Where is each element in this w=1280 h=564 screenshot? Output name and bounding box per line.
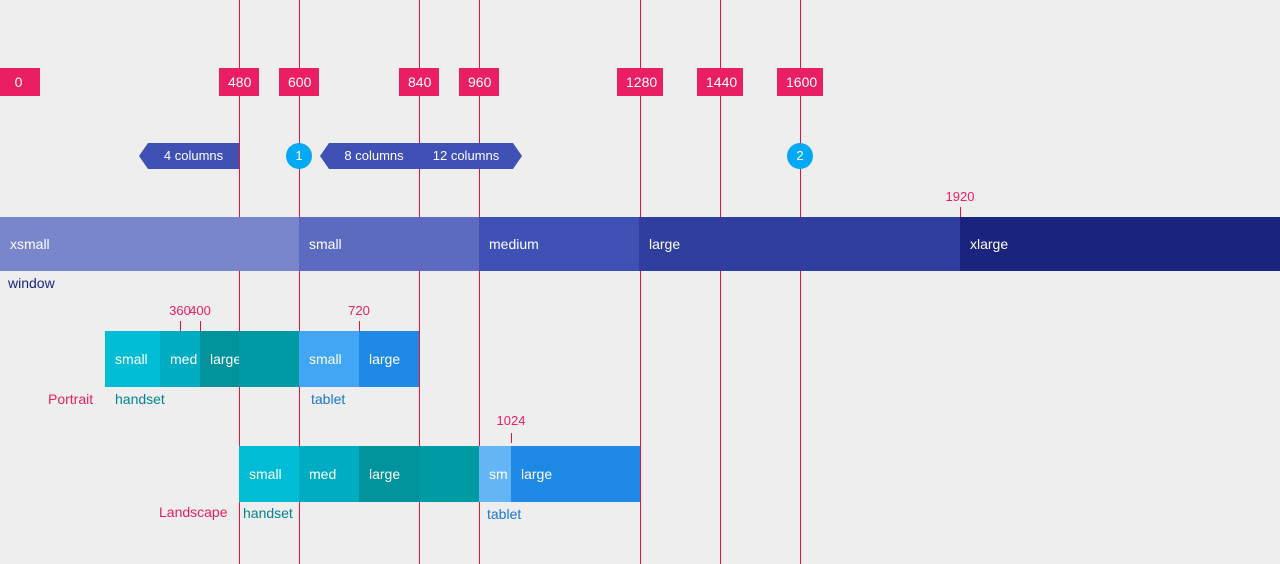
annotation-tick-400: 400 bbox=[175, 303, 225, 331]
landscape-handset-med[interactable]: med bbox=[299, 446, 359, 502]
tick-360-tick bbox=[180, 321, 181, 331]
window-row-label: window bbox=[8, 275, 55, 291]
landscape-handset-small[interactable]: small bbox=[239, 446, 299, 502]
breakpoint-badge-480[interactable]: 480 bbox=[219, 68, 259, 96]
vrule-840 bbox=[419, 0, 420, 564]
portrait-row-label: Portrait bbox=[48, 391, 94, 407]
portrait-handset-med[interactable]: med bbox=[160, 331, 200, 387]
window-xlarge[interactable]: xlarge bbox=[960, 217, 1280, 271]
landscape-handset-med-label: med bbox=[309, 466, 337, 482]
landscape-tablet-sm[interactable]: sm bbox=[479, 446, 511, 502]
portrait-tablet-small-label: small bbox=[309, 351, 342, 367]
portrait-tablet-name: tablet bbox=[311, 391, 346, 407]
marker-circle-1[interactable]: 1 bbox=[286, 143, 312, 169]
marker-circle-2[interactable]: 2 bbox=[787, 143, 813, 169]
chevron-left-arrow bbox=[320, 143, 329, 169]
vrule-1280 bbox=[640, 0, 641, 564]
column-chevron-columns-12[interactable]: 12 columns bbox=[419, 143, 522, 169]
portrait-handset-small[interactable]: small bbox=[105, 331, 160, 387]
window-xsmall-label: xsmall bbox=[10, 236, 50, 252]
portrait-tablet-large[interactable]: large bbox=[359, 331, 419, 387]
landscape-tablet-large-label: large bbox=[521, 466, 553, 482]
tick-360-label: 360 bbox=[169, 303, 191, 318]
annotation-tick-1920: 1920 bbox=[935, 189, 985, 217]
window-small[interactable]: small bbox=[299, 217, 479, 271]
window-medium[interactable]: medium bbox=[479, 217, 639, 271]
portrait-handset-large-label: large bbox=[210, 351, 242, 367]
vrule-600 bbox=[299, 0, 300, 564]
window-medium-label: medium bbox=[489, 236, 539, 252]
column-chevron-label: 12 columns bbox=[432, 148, 500, 163]
breakpoint-badge-1600[interactable]: 1600 bbox=[777, 68, 823, 96]
portrait-bar: small med large small large bbox=[0, 331, 1280, 387]
window-xlarge-label: xlarge bbox=[970, 236, 1009, 252]
column-chevron-label: 8 columns bbox=[344, 148, 404, 163]
portrait-handset-tail[interactable] bbox=[239, 331, 299, 387]
chevron-left-arrow bbox=[139, 143, 148, 169]
breakpoint-badge-1440[interactable]: 1440 bbox=[697, 68, 743, 96]
portrait-handset-small-label: small bbox=[115, 351, 148, 367]
annotation-tick-1024: 1024 bbox=[486, 413, 536, 443]
landscape-row-label: Landscape bbox=[159, 504, 228, 520]
window-large-label: large bbox=[649, 236, 681, 252]
tick-400-tick bbox=[200, 321, 201, 331]
tick-720-label: 720 bbox=[348, 303, 370, 318]
landscape-tablet-large[interactable]: large bbox=[511, 446, 640, 502]
portrait-handset-med-label: med bbox=[170, 351, 198, 367]
tick-1920-tick bbox=[960, 207, 961, 217]
landscape-tablet-name: tablet bbox=[487, 506, 522, 522]
column-chevron-label: 4 columns bbox=[163, 148, 224, 163]
column-chevron-columns-8[interactable]: 8 columns bbox=[320, 143, 419, 169]
landscape-handset-name: handset bbox=[243, 505, 293, 521]
portrait-handset-large[interactable]: large bbox=[200, 331, 242, 387]
landscape-handset-tail[interactable] bbox=[419, 446, 479, 502]
portrait-tablet-large-label: large bbox=[369, 351, 401, 367]
vrule-960 bbox=[479, 0, 480, 564]
window-xsmall[interactable]: xsmall bbox=[0, 217, 299, 271]
window-small-label: small bbox=[309, 236, 342, 252]
breakpoint-badge-960[interactable]: 960 bbox=[459, 68, 499, 96]
chevron-right-arrow bbox=[513, 143, 522, 169]
breakpoint-badge-840[interactable]: 840 bbox=[399, 68, 439, 96]
breakpoint-badge-600[interactable]: 600 bbox=[279, 68, 319, 96]
column-chevron-columns-4[interactable]: 4 columns bbox=[139, 143, 239, 169]
vrule-480 bbox=[239, 0, 240, 564]
tick-720-tick bbox=[359, 321, 360, 331]
annotation-tick-360: 360 bbox=[155, 303, 205, 331]
tick-1024-label: 1024 bbox=[496, 413, 526, 428]
window-large[interactable]: large bbox=[639, 217, 960, 271]
tick-1024-tick bbox=[511, 433, 512, 443]
annotation-tick-720: 720 bbox=[334, 303, 384, 331]
landscape-tablet-sm-label: sm bbox=[489, 466, 508, 482]
vrule-1440 bbox=[720, 0, 721, 564]
tick-1920-label: 1920 bbox=[945, 189, 975, 204]
vrule-1600 bbox=[800, 0, 801, 564]
landscape-handset-large-label: large bbox=[369, 466, 401, 482]
window-band: xsmall small medium large xlarge bbox=[0, 217, 1280, 271]
portrait-tablet-small[interactable]: small bbox=[299, 331, 359, 387]
breakpoint-badge-1280[interactable]: 1280 bbox=[617, 68, 663, 96]
landscape-handset-small-label: small bbox=[249, 466, 282, 482]
breakpoint-badge-0[interactable]: 0 bbox=[0, 68, 40, 96]
portrait-handset-name: handset bbox=[115, 391, 165, 407]
tick-400-label: 400 bbox=[189, 303, 211, 318]
landscape-handset-large[interactable]: large bbox=[359, 446, 419, 502]
